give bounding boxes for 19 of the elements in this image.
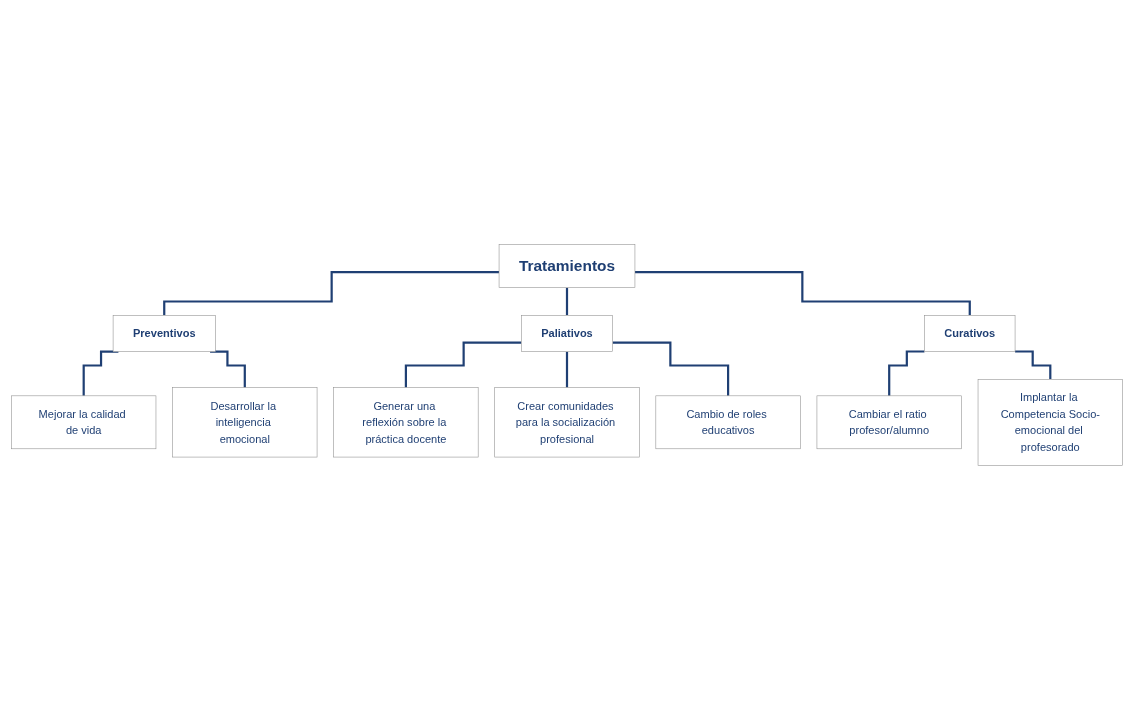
node-box: Desarrollar la inteligencia emocional (172, 387, 318, 458)
connector (612, 341, 730, 397)
node-box: Generar una reflexión sobre la práctica docente (333, 387, 479, 458)
connector (163, 271, 500, 317)
node-box: Crear comunidades para la socialización profesional (494, 387, 640, 458)
node-box: Paliativos (521, 315, 613, 352)
node-box: Implantar la Competencia Socio-emocional del profesorado (977, 379, 1123, 466)
node-box: Tratamientos (498, 244, 636, 288)
connector (565, 350, 569, 389)
node-box: Cambiar el ratio profesor/alumno (816, 395, 962, 450)
node-box: Cambio de roles educativos (655, 395, 801, 450)
node-box: Mejorar la calidad de vida (11, 395, 157, 450)
connector (404, 341, 522, 389)
connector (634, 271, 971, 317)
node-box: Preventivos (112, 315, 216, 352)
connector (565, 286, 569, 317)
connector (1015, 350, 1052, 381)
connector (888, 350, 925, 397)
node-box: Curativos (924, 315, 1016, 352)
